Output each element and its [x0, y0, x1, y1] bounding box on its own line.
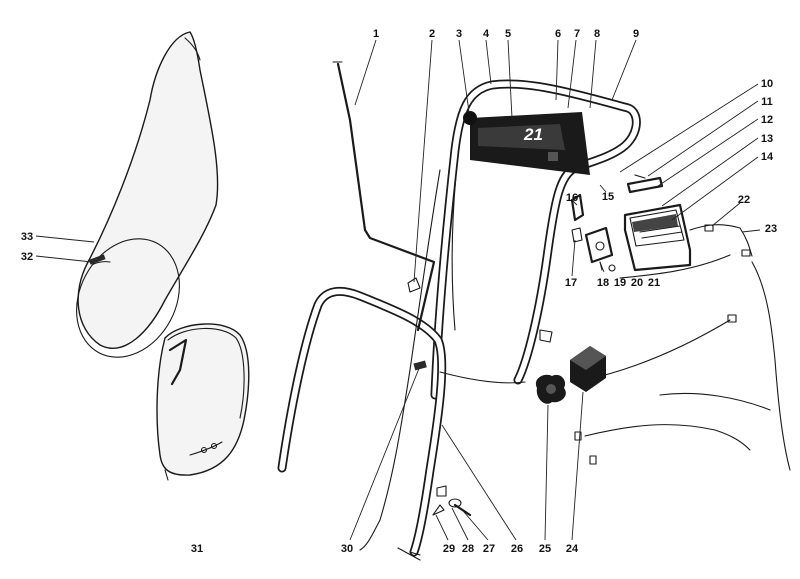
callout-1: 1	[373, 28, 379, 40]
callout-11: 11	[761, 96, 773, 108]
leader-lines	[35, 39, 761, 541]
callout-24: 24	[566, 543, 579, 555]
callout-22: 22	[738, 194, 750, 206]
handle-hardware	[397, 277, 553, 561]
callout-17: 17	[565, 277, 577, 289]
callout-20: 20	[631, 277, 643, 289]
callout-8: 8	[594, 28, 600, 40]
callout-13: 13	[761, 133, 773, 145]
lower-handle	[277, 286, 447, 557]
callout-2: 2	[429, 28, 435, 40]
callout-32: 32	[21, 251, 33, 263]
callout-3: 3	[456, 28, 462, 40]
callout-23: 23	[765, 223, 777, 235]
callout-12: 12	[761, 114, 773, 126]
control-rod	[332, 61, 436, 332]
callout-15: 15	[602, 191, 614, 203]
callout-10: 10	[761, 78, 773, 90]
callout-5: 5	[505, 28, 511, 40]
callout-9: 9	[633, 28, 639, 40]
wiring-harness	[574, 224, 791, 471]
callout-labels: 1 2 3 4 5 6 7 8 9 10 11 12 13 14 15 16 1…	[21, 28, 777, 555]
grass-bag	[76, 31, 219, 358]
callout-19: 19	[614, 277, 626, 289]
control-box	[623, 203, 692, 272]
callout-16: 16	[566, 192, 578, 204]
callout-14: 14	[761, 151, 774, 163]
battery-charger	[570, 346, 606, 392]
callout-26: 26	[511, 543, 523, 555]
callout-30: 30	[341, 543, 353, 555]
callout-29: 29	[443, 543, 455, 555]
callout-7: 7	[574, 28, 580, 40]
upper-handle: 21	[430, 79, 641, 400]
rear-deflector	[156, 323, 250, 481]
callout-18: 18	[597, 277, 609, 289]
callout-31: 31	[191, 543, 203, 555]
callout-6: 6	[555, 28, 561, 40]
decal-model-number: 21	[523, 125, 543, 144]
callout-28: 28	[462, 543, 474, 555]
switch-assembly	[570, 174, 664, 272]
callout-25: 25	[539, 543, 551, 555]
handle-knob	[535, 374, 566, 404]
callout-4: 4	[483, 28, 490, 40]
callout-21: 21	[648, 277, 660, 289]
callout-27: 27	[483, 543, 495, 555]
callout-33: 33	[21, 231, 33, 243]
